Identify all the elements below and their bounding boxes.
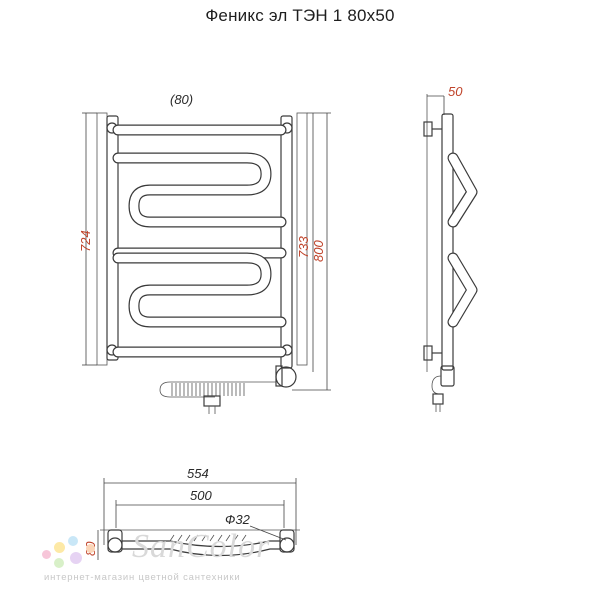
left-wall-plate — [96, 112, 108, 366]
heater-housing — [275, 366, 297, 388]
side-bracket-top — [423, 121, 433, 137]
side-heater — [440, 365, 455, 387]
left-collector — [106, 115, 119, 361]
side-plug — [432, 393, 444, 405]
right-collector — [280, 115, 293, 369]
plan-pipe — [122, 540, 280, 548]
brand-dot — [70, 552, 82, 564]
brand-dot — [86, 544, 95, 553]
dim-500: 500 — [190, 488, 212, 503]
side-bracket-bottom — [423, 345, 433, 361]
front-view: 724 733 800 (80) — [78, 92, 331, 414]
cable-coils — [171, 383, 245, 396]
side-collector — [441, 113, 454, 371]
brand-dot — [68, 536, 78, 546]
right-wall-plate — [296, 112, 308, 366]
brand-dot — [54, 542, 65, 553]
dim-724: 724 — [78, 230, 93, 252]
drawing-title: Феникс эл ТЭН 1 80х50 — [205, 6, 395, 25]
dim-diameter: Ф32 — [225, 512, 251, 527]
heater-body — [275, 365, 283, 387]
plug — [203, 395, 221, 407]
dim-800: 800 — [311, 240, 326, 262]
brand-name: SanColor — [132, 528, 271, 565]
dim-50: 50 — [448, 84, 463, 99]
dim-554: 554 — [187, 466, 209, 481]
dim-733: 733 — [296, 236, 311, 258]
brand-dot — [54, 558, 64, 568]
coiled-cable — [159, 381, 276, 398]
brand-dot — [42, 550, 51, 559]
dim-top-offset: (80) — [170, 92, 193, 107]
brand-watermark: SanColor интернет-магазин цветной сантех… — [40, 528, 290, 588]
side-view: 50 — [423, 84, 478, 412]
brand-tagline: интернет-магазин цветной сантехники — [44, 572, 241, 583]
